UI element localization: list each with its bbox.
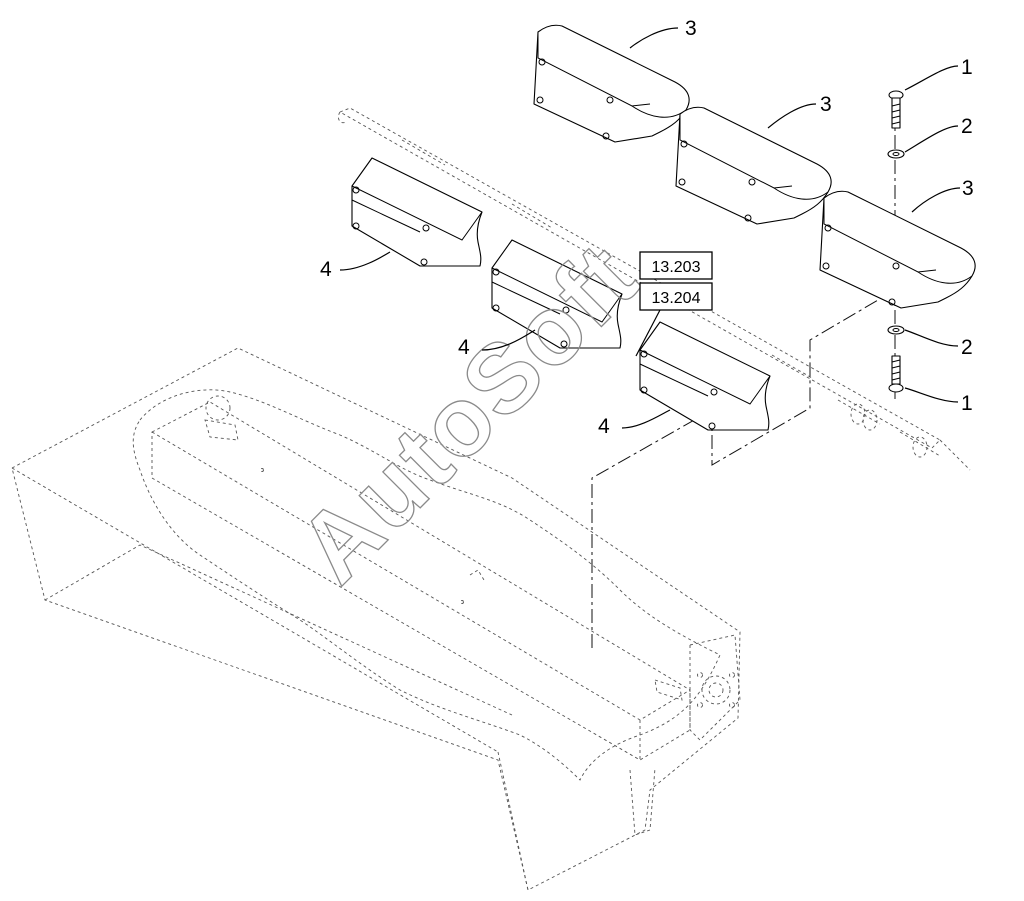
callout-1-top: 1 [961, 56, 973, 79]
callout-4-middle: 4 [458, 336, 470, 359]
reference-label: 13.204 [652, 290, 701, 307]
shield-3-right [819, 190, 976, 309]
washer-top [887, 149, 905, 159]
shield-3-middle [675, 106, 832, 225]
chassis-frame [11, 347, 741, 891]
shield-4-middle [491, 239, 623, 349]
reference-label: 13.203 [652, 259, 701, 276]
leader-lines [339, 27, 961, 429]
shield-4-right [639, 321, 771, 431]
bolt-top [888, 90, 904, 129]
callout-4-right: 4 [598, 415, 610, 438]
watermark-text: AutoSoft [277, 221, 659, 603]
callout-3-right: 3 [962, 177, 974, 200]
bolt-bottom [888, 355, 904, 393]
shield-4-left [351, 157, 483, 267]
reference-box-13203: 13.203 [639, 251, 713, 280]
callout-4-left: 4 [320, 258, 332, 281]
callout-2-bottom: 2 [961, 336, 973, 359]
washer-bottom [887, 325, 905, 335]
callout-1-bottom: 1 [961, 392, 973, 415]
reference-box-13204: 13.204 [639, 282, 713, 311]
callout-3-middle: 3 [820, 93, 832, 116]
shield-3-top [533, 24, 690, 143]
drive-shaft [337, 107, 971, 471]
callout-3-top: 3 [685, 17, 697, 40]
callout-2-top: 2 [961, 115, 973, 138]
